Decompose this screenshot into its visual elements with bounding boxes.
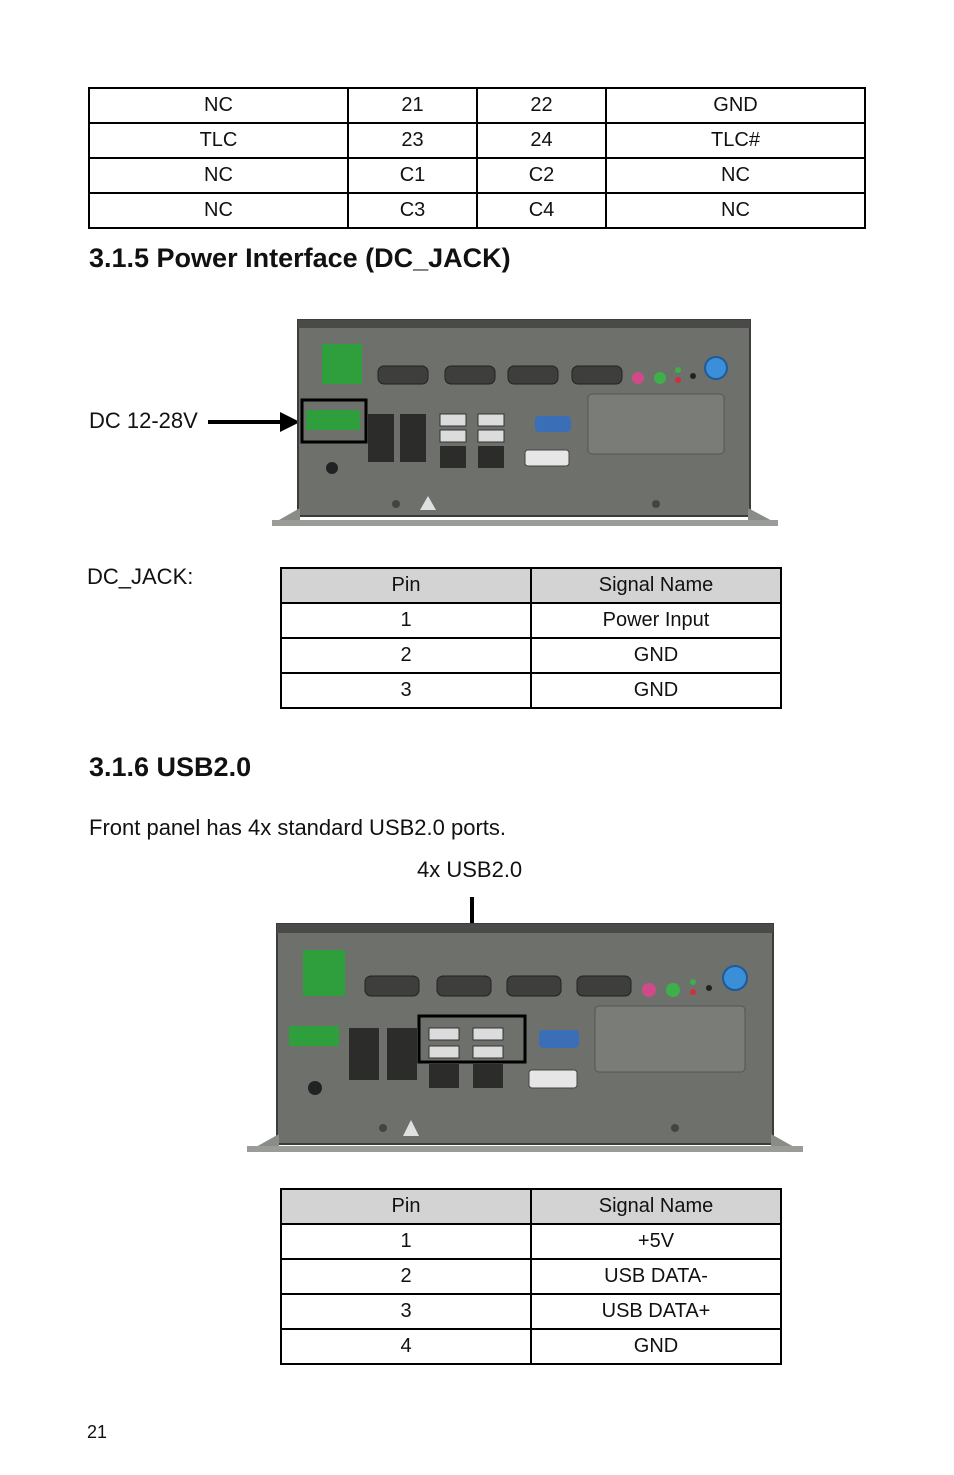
table-cell: C4	[476, 192, 607, 229]
table-cell: 2	[280, 637, 532, 674]
table-cell: 23	[347, 122, 478, 159]
table-row: NC C3 C4 NC	[88, 192, 866, 229]
table-cell: NC	[605, 157, 866, 194]
table-cell: 3	[280, 1293, 532, 1330]
table-cell: 2	[280, 1258, 532, 1295]
dc-callout-label: DC 12-28V	[89, 408, 198, 433]
table-cell: GND	[530, 637, 782, 674]
table-header-row: Pin Signal Name	[280, 567, 782, 604]
table-row: 1 Power Input	[280, 602, 782, 639]
table-row: 1 +5V	[280, 1223, 782, 1260]
arrow-head-icon	[280, 412, 300, 432]
table-row: 3 USB DATA+	[280, 1293, 782, 1330]
table-cell: 24	[476, 122, 607, 159]
table-cell: 3	[280, 672, 532, 709]
table-cell: USB DATA-	[530, 1258, 782, 1295]
dc-jack-table-caption: DC_JACK:	[87, 564, 194, 589]
table-cell: 4	[280, 1328, 532, 1365]
table-header-row: Pin Signal Name	[280, 1188, 782, 1225]
section-heading-usb: 3.1.6 USB2.0	[89, 752, 252, 782]
table-cell: USB DATA+	[530, 1293, 782, 1330]
usb-description: Front panel has 4x standard USB2.0 ports…	[89, 815, 507, 840]
table-cell: GND	[605, 87, 866, 124]
table-cell: TLC	[88, 122, 349, 159]
column-header-pin: Pin	[280, 1188, 532, 1225]
section-heading-power: 3.1.5 Power Interface (DC_JACK)	[89, 243, 511, 273]
device-panel-image-power	[272, 319, 778, 526]
table-cell: +5V	[530, 1223, 782, 1260]
table-cell: 21	[347, 87, 478, 124]
table-cell: GND	[530, 1328, 782, 1365]
top-pin-table: NC 21 22 GND TLC 23 24 TLC# NC C1 C2 NC …	[88, 87, 866, 229]
table-cell: 22	[476, 87, 607, 124]
table-row: 2 GND	[280, 637, 782, 674]
usb-callout-label: 4x USB2.0	[417, 857, 523, 882]
table-cell: C1	[347, 157, 478, 194]
table-cell: C2	[476, 157, 607, 194]
table-cell: C3	[347, 192, 478, 229]
table-row: NC 21 22 GND	[88, 87, 866, 124]
callout-arrow-line	[208, 420, 290, 424]
table-row: NC C1 C2 NC	[88, 157, 866, 194]
column-header-signal: Signal Name	[530, 1188, 782, 1225]
table-cell: NC	[88, 87, 349, 124]
table-cell: NC	[88, 157, 349, 194]
table-cell: NC	[88, 192, 349, 229]
device-panel-image-usb	[247, 923, 803, 1152]
table-row: 4 GND	[280, 1328, 782, 1365]
usb-pin-table: Pin Signal Name 1 +5V 2 USB DATA- 3 USB …	[280, 1188, 782, 1365]
table-cell: 1	[280, 602, 532, 639]
table-cell: NC	[605, 192, 866, 229]
table-row: TLC 23 24 TLC#	[88, 122, 866, 159]
table-cell: 1	[280, 1223, 532, 1260]
column-header-signal: Signal Name	[530, 567, 782, 604]
table-row: 3 GND	[280, 672, 782, 709]
table-cell: GND	[530, 672, 782, 709]
table-cell: Power Input	[530, 602, 782, 639]
table-row: 2 USB DATA-	[280, 1258, 782, 1295]
dc-jack-pin-table: Pin Signal Name 1 Power Input 2 GND 3 GN…	[280, 567, 782, 709]
page-number: 21	[87, 1422, 108, 1442]
column-header-pin: Pin	[280, 567, 532, 604]
table-cell: TLC#	[605, 122, 866, 159]
